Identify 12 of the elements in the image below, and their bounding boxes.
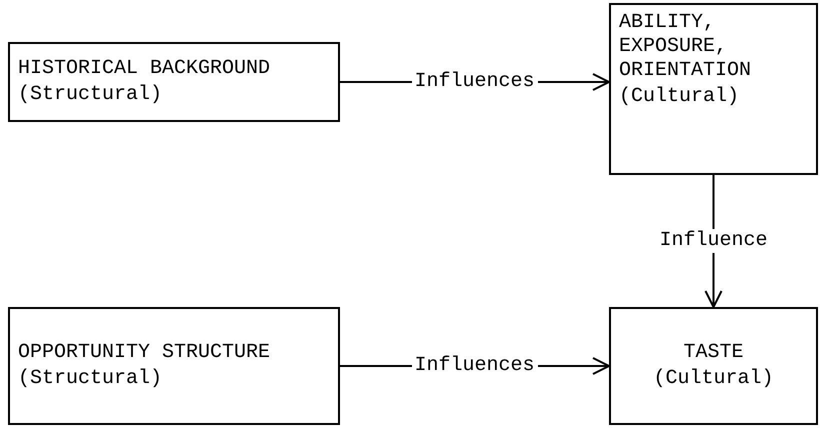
node-subtitle: (Cultural) [653,367,774,391]
node-title: OPPORTUNITY STRUCTURE [18,341,270,365]
process-box [609,307,818,425]
node-title: TASTE [683,341,744,365]
process-box [609,3,818,175]
node-title: HISTORICAL BACKGROUND [18,57,270,81]
node-subtitle: (Structural) [18,367,162,391]
node-title: ABILITY, EXPOSURE, ORIENTATION [619,11,752,83]
process-box [8,42,340,122]
node-subtitle: (Structural) [18,83,162,107]
node-subtitle: (Cultural) [619,85,740,109]
process-box [8,307,340,425]
